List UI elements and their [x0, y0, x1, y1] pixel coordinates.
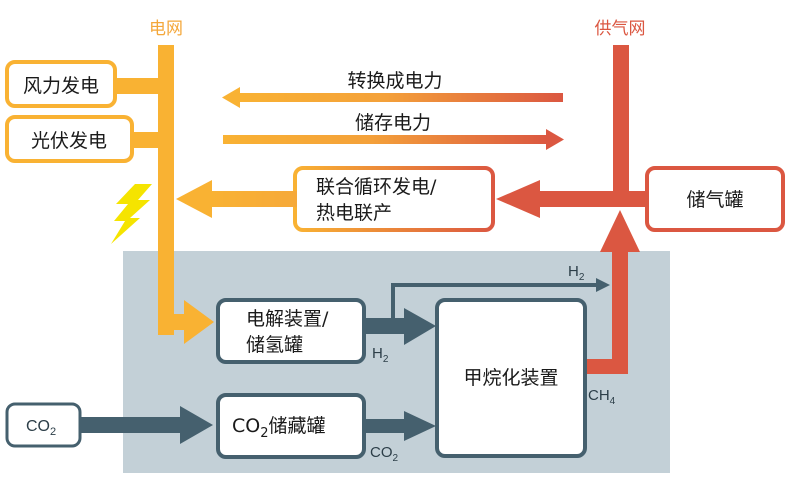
co2-storage-tank-label: CO2储藏罐	[232, 415, 326, 441]
co2-to-methanation-line	[362, 419, 408, 433]
convert-to-power-arrow-shaft	[238, 93, 563, 102]
gas-grid-bus	[613, 45, 629, 205]
wind-power-label: 风力发电	[23, 75, 99, 97]
solar-power-label: 光伏发电	[31, 130, 107, 152]
ccgt-label-line1: 联合循环发电/	[316, 176, 437, 198]
ccgt-to-grid-line	[210, 191, 297, 207]
h2-bypass-arrowhead	[596, 278, 610, 292]
co2-source-line	[79, 417, 184, 433]
ch4-to-gas-grid-arrowhead	[600, 210, 640, 252]
co2-source-label: CO2	[26, 418, 56, 438]
gas-storage-connector	[540, 191, 649, 207]
methanation-box: 甲烷化装置	[435, 298, 587, 458]
solar-connector	[132, 132, 160, 148]
wind-connector	[114, 78, 160, 94]
solar-power-box: 光伏发电	[5, 115, 134, 163]
electrolysis-label-line2: 储氢罐	[246, 334, 303, 356]
gas-grid-header: 供气网	[595, 19, 646, 39]
ccgt-label-line2: 热电联产	[316, 202, 392, 224]
grid-to-electrolysis-arrowhead	[184, 300, 214, 344]
ch4-outlet-line	[585, 359, 628, 374]
h2-bypass-label: H2	[568, 263, 585, 283]
co2-to-methanation-arrowhead	[404, 411, 436, 441]
co2-source-box: CO2	[5, 402, 82, 448]
store-power-arrowhead	[546, 129, 564, 150]
wind-power-box: 风力发电	[5, 60, 117, 108]
grid-header: 电网	[149, 19, 183, 39]
grid-bus	[158, 45, 174, 335]
lightning-bolt-icon	[111, 184, 152, 244]
electrolysis-box: 电解装置/ 储氢罐	[216, 298, 366, 364]
convert-to-power-label: 转换成电力	[347, 70, 442, 92]
convert-to-power-arrowhead	[222, 87, 240, 108]
h2-main-line	[362, 318, 408, 334]
grid-to-electrolysis-line	[158, 314, 188, 330]
electrolysis-label-line1: 电解装置/	[246, 308, 329, 330]
gas-storage-label: 储气罐	[686, 189, 743, 211]
h2-bypass-line	[391, 283, 597, 322]
store-power-arrow-shaft	[223, 135, 548, 144]
co2-storage-tank-box: CO2储藏罐	[216, 393, 366, 459]
methanation-label: 甲烷化装置	[463, 367, 558, 389]
store-power-label: 储存电力	[355, 112, 431, 134]
ch4-riser	[612, 250, 628, 374]
co2-source-arrowhead	[180, 406, 213, 444]
gas-storage-box: 储气罐	[645, 166, 785, 232]
h2-main-arrowhead	[404, 308, 436, 345]
h2-main-label: H2	[372, 345, 389, 365]
ccgt-to-grid-arrowhead	[176, 180, 212, 218]
co2-flow-label: CO2	[370, 444, 399, 464]
gas-to-ccgt-arrowhead	[496, 180, 540, 218]
ccgt-chp-box: 联合循环发电/ 热电联产	[293, 166, 495, 232]
ch4-label: CH4	[588, 387, 616, 407]
